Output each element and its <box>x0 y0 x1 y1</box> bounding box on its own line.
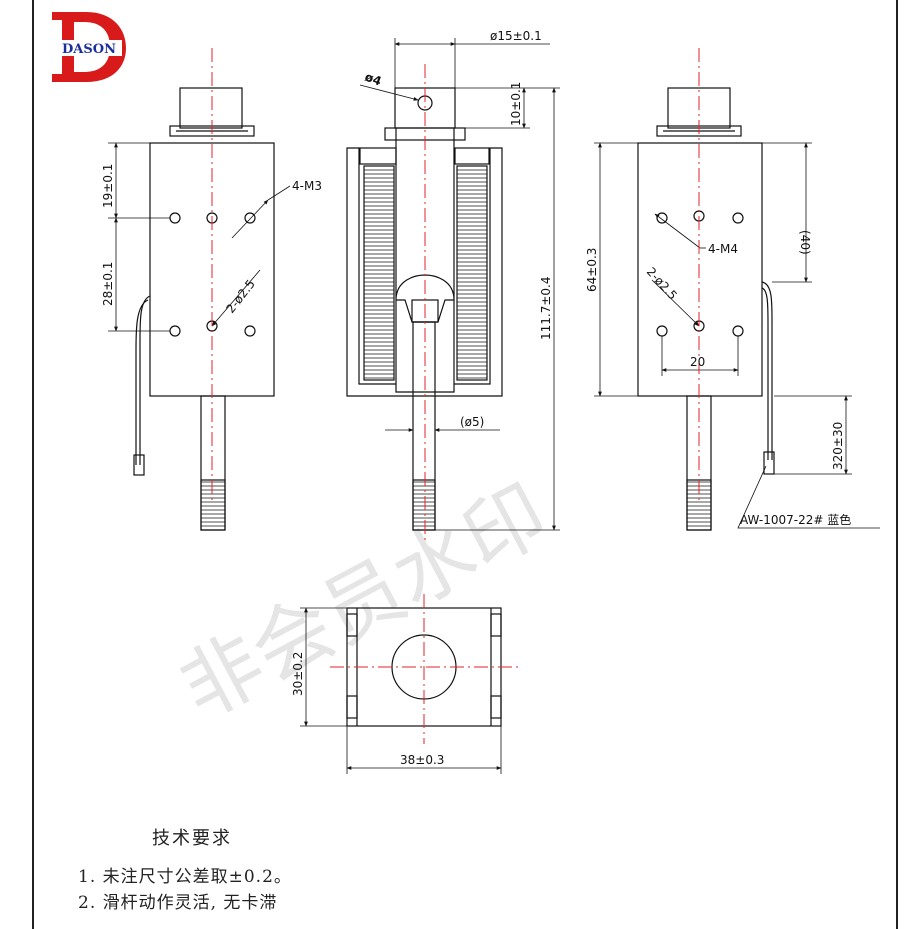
dim-40: (40) <box>798 230 812 255</box>
logo-band <box>56 40 122 56</box>
center-housing-top-l <box>359 147 397 165</box>
center-housing-top-r <box>454 147 490 165</box>
center-coil-right <box>456 165 488 381</box>
dim-320: 320±30 <box>831 422 845 470</box>
left-hole-tr <box>244 212 256 224</box>
left-hole-tl <box>169 212 181 224</box>
center-shaft-thread <box>412 479 436 531</box>
frame-right-border <box>896 0 898 929</box>
dim-hole-right: 2-ø2.5 <box>644 265 680 303</box>
left-plunger-thread <box>200 479 226 531</box>
dim-10: 10±0.1 <box>509 82 523 126</box>
dason-logo: DASON <box>52 12 126 82</box>
dim-dia4: ø4 <box>363 70 383 89</box>
note-item-1: 1. 未注尺寸公差取±0.2。 <box>78 867 292 887</box>
dim-38: 38±0.3 <box>400 753 444 767</box>
right-hole-bl <box>656 325 668 337</box>
wire-leader <box>737 465 880 529</box>
left-hole-br <box>244 325 256 337</box>
dim-111-7: 111.7±0.4 <box>539 277 553 341</box>
center-section-view <box>346 38 560 531</box>
dim-28: 28±0.1 <box>101 262 115 306</box>
left-wire-2 <box>135 299 149 465</box>
logo-d-shape <box>52 12 126 82</box>
dim-dia5: (ø5) <box>460 415 484 429</box>
bottom-slot-tr <box>490 613 502 637</box>
dim-4-m4: 4-M4 <box>708 242 738 256</box>
dim-hole-left: 2-ø2.5 <box>223 277 258 316</box>
center-housing <box>346 147 503 397</box>
bottom-slot-br <box>490 695 502 719</box>
bottom-slot-bl <box>346 695 358 719</box>
left-wire-end <box>133 454 145 476</box>
right-view <box>594 87 880 531</box>
left-wire <box>139 295 151 465</box>
bottom-slot-tl <box>346 613 358 637</box>
center-coil-left <box>363 165 395 381</box>
left-hole-bl <box>169 325 181 337</box>
note-item-2: 2. 滑杆动作灵活, 无卡滞 <box>78 893 278 913</box>
right-wire-end <box>763 451 775 475</box>
dim-wire-spec: AW-1007-22# 蓝色 <box>740 513 851 527</box>
right-hole-br <box>732 325 744 337</box>
logo-brand-text: DASON <box>62 42 116 57</box>
dim-30: 30±0.2 <box>291 652 305 696</box>
notes-heading: 技术要求 <box>152 828 232 849</box>
left-view <box>108 87 291 531</box>
dim-20: 20 <box>690 355 705 369</box>
left-cap <box>179 87 243 129</box>
right-wire-2 <box>761 287 769 460</box>
dim-19: 19±0.1 <box>101 164 115 208</box>
frame-left-border <box>32 0 34 929</box>
right-wire <box>761 281 773 460</box>
dim-4-m3: 4-M3 <box>292 179 322 193</box>
dim-dia15: ø15±0.1 <box>490 29 542 43</box>
dim-64: 64±0.3 <box>585 248 599 292</box>
right-hole-tr <box>732 212 744 224</box>
